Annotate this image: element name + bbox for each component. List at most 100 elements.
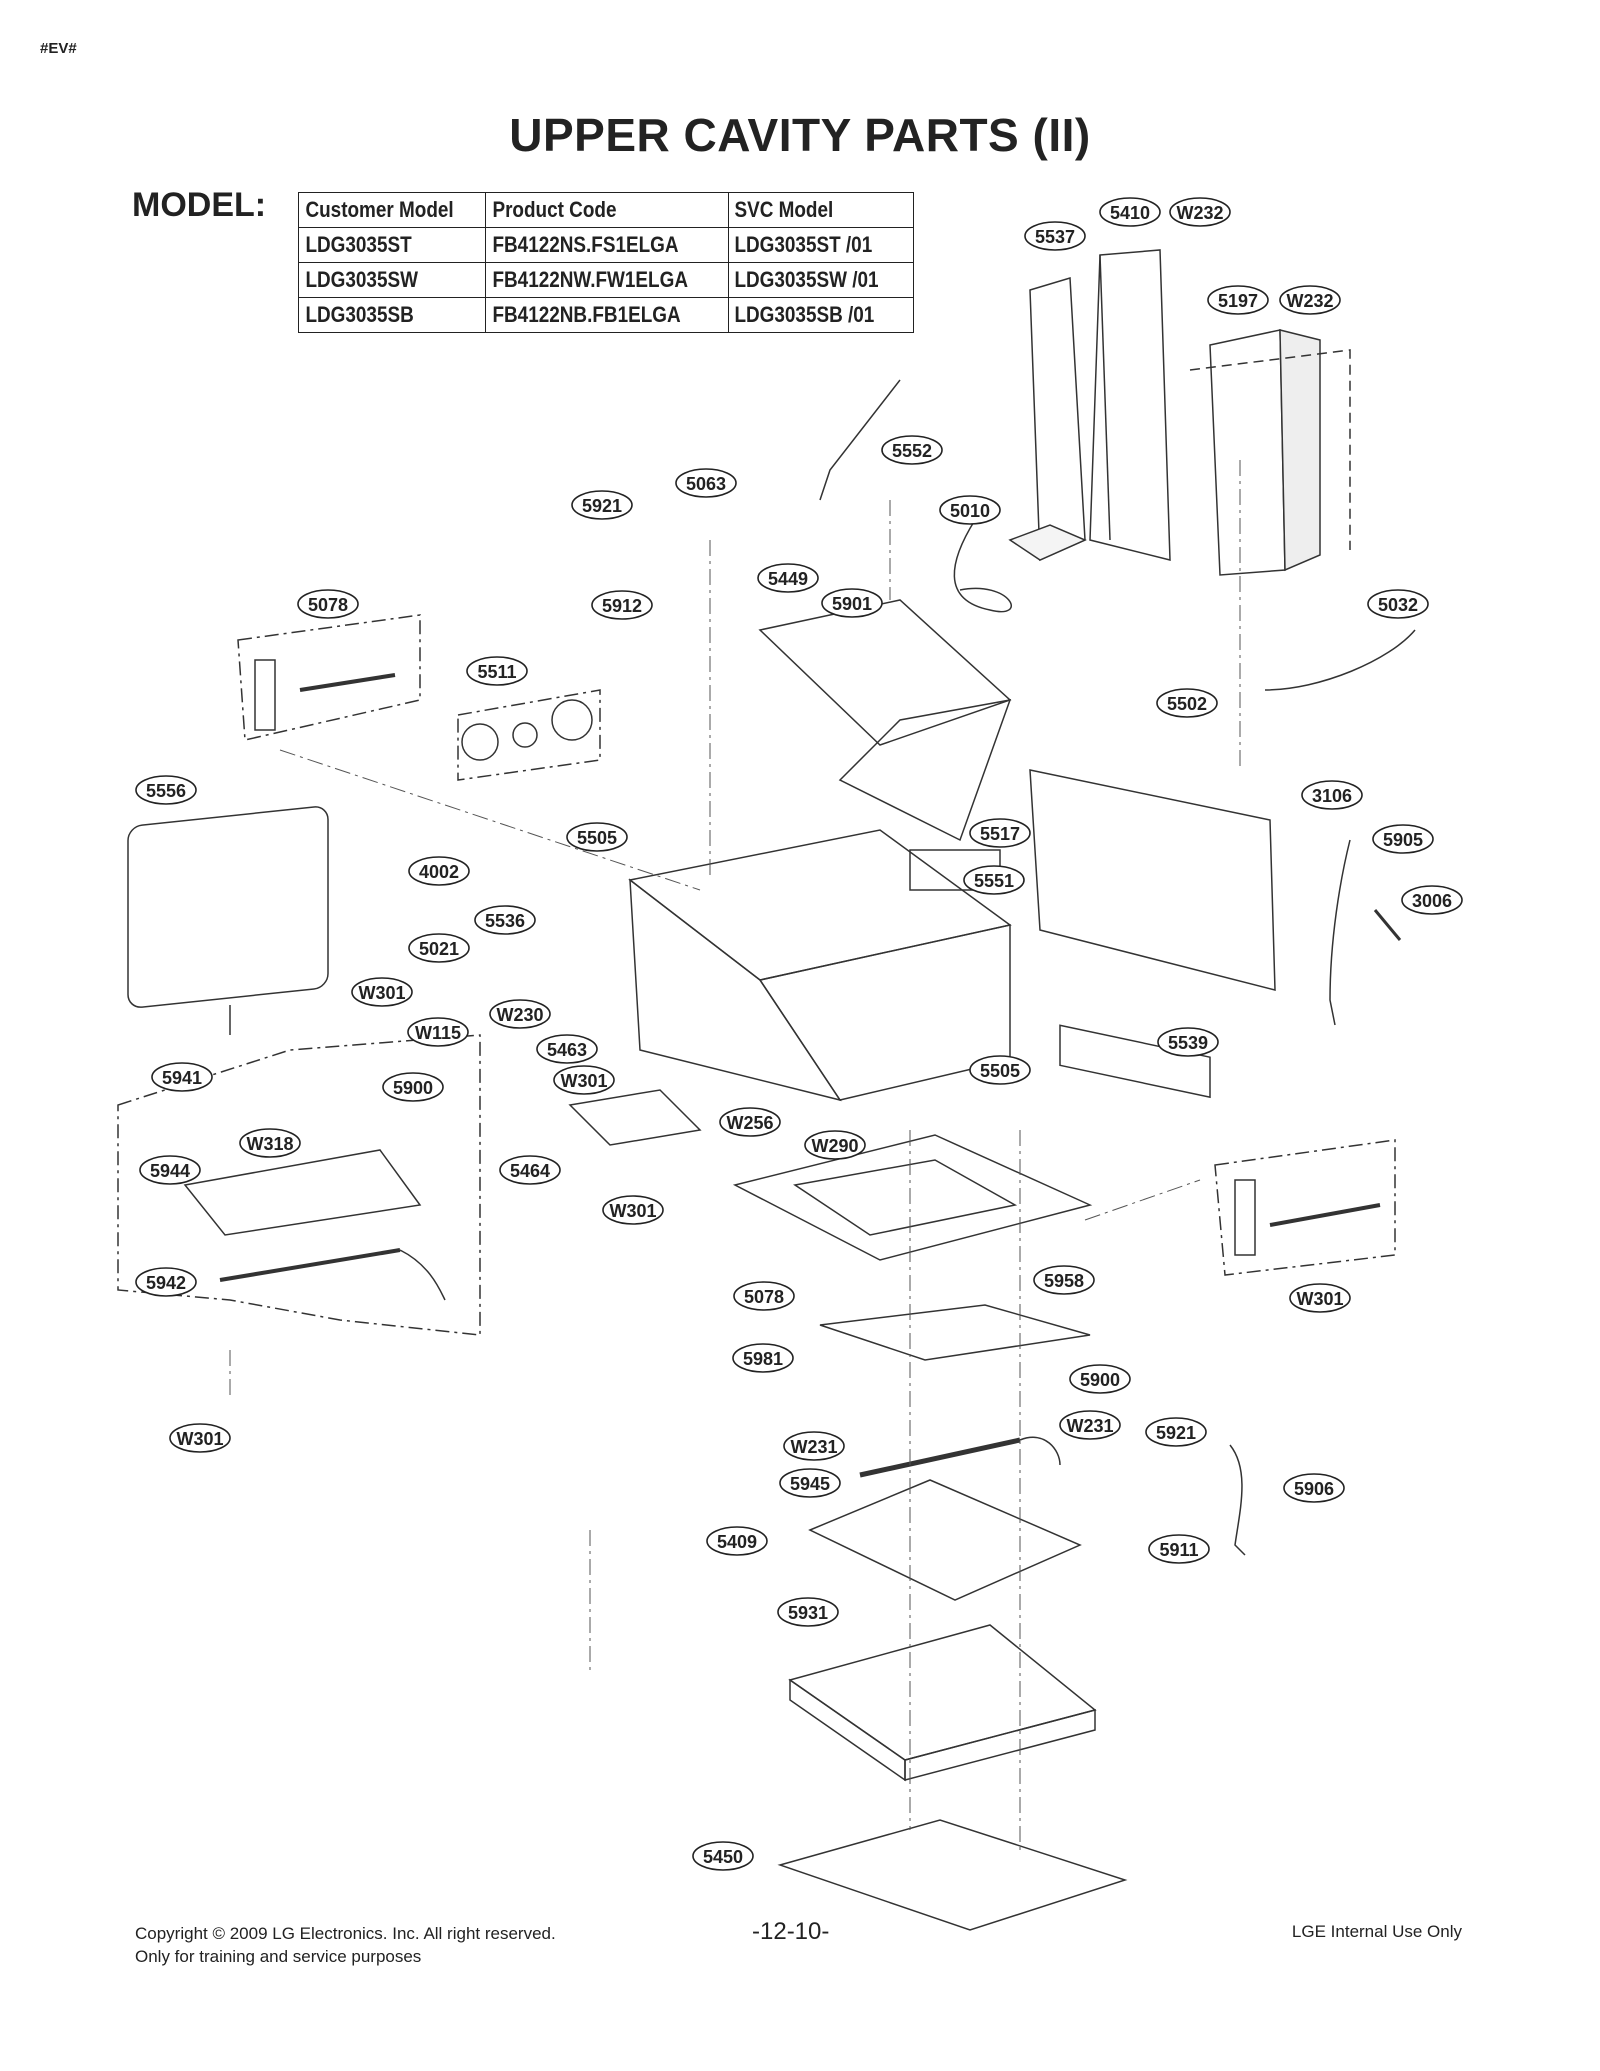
bracket-5981 <box>819 1304 1091 1361</box>
part-callout: 5409 <box>706 1526 768 1556</box>
callout-bubble <box>536 1034 598 1064</box>
part-callout: 5942 <box>135 1267 197 1297</box>
part-callout: 5517 <box>969 818 1031 848</box>
callout-bubble <box>1289 1283 1351 1313</box>
callout-bubble <box>169 1423 231 1453</box>
part-callout: 5021 <box>408 933 470 963</box>
callout-bubble <box>382 1072 444 1102</box>
baffle-5409 <box>808 1479 1082 1601</box>
page-number: -12-10- <box>752 1918 830 1945</box>
callout-label: 5906 <box>1294 1479 1334 1499</box>
callout-bubble <box>408 933 470 963</box>
table-cell: LDG3035ST /01 <box>727 227 888 263</box>
callout-label: 5463 <box>547 1040 587 1060</box>
callout-label: 5981 <box>743 1349 783 1369</box>
callout-label: 5944 <box>150 1161 190 1181</box>
callout-bubble <box>135 1267 197 1297</box>
callout-bubble <box>675 468 737 498</box>
part-callout: 5900 <box>382 1072 444 1102</box>
part-callout: 5921 <box>571 490 633 520</box>
part-callout: 3006 <box>1401 885 1463 915</box>
callout-bubble <box>939 495 1001 525</box>
callout-label: 5556 <box>146 781 186 801</box>
callout-label: 3006 <box>1412 891 1452 911</box>
part-callout: W318 <box>239 1128 301 1158</box>
callout-label: 5502 <box>1167 694 1207 714</box>
part-callout: W301 <box>1289 1283 1351 1313</box>
callout-label: 5537 <box>1035 227 1075 247</box>
part-callout: 5536 <box>474 905 536 935</box>
callout-label: W301 <box>176 1429 223 1449</box>
callout-bubble <box>408 856 470 886</box>
vent-duct-5410 <box>1089 249 1171 561</box>
part-callout: 5958 <box>1033 1265 1095 1295</box>
callout-bubble <box>706 1526 768 1556</box>
callout-bubble <box>466 656 528 686</box>
callout-label: 5063 <box>686 474 726 494</box>
part-callout: W290 <box>804 1130 866 1160</box>
table-cell: LDG3035SB /01 <box>727 297 888 333</box>
part-callout: 5450 <box>692 1841 754 1871</box>
part-callout: 3106 <box>1301 780 1363 810</box>
model-label: MODEL: <box>132 186 267 224</box>
callout-label: 5410 <box>1110 203 1150 223</box>
callout-label: 5942 <box>146 1273 186 1293</box>
tube-5905 <box>1329 839 1351 1026</box>
flame-spreader-5464 <box>568 1089 702 1146</box>
table-header-cell: SVC Model <box>727 192 888 228</box>
table-cell: LDG3035SB <box>298 297 461 333</box>
part-callout: W115 <box>407 1017 469 1047</box>
callout-bubble <box>1069 1364 1131 1394</box>
table-cell: FB4122NW.FW1ELGA <box>485 262 695 298</box>
callout-label: 5901 <box>832 594 872 614</box>
callout-label: 5900 <box>1080 1370 1120 1390</box>
callout-bubble <box>1099 197 1161 227</box>
model-table: Customer Model Product Code SVC Model LD… <box>298 192 914 333</box>
callout-label: 5197 <box>1218 291 1258 311</box>
callout-label: 5958 <box>1044 1271 1084 1291</box>
callout-label: W232 <box>1176 203 1223 223</box>
part-callout: 5931 <box>777 1597 839 1627</box>
callout-bubble <box>1207 285 1269 315</box>
part-callout: 5905 <box>1372 824 1434 854</box>
callout-bubble <box>732 1343 794 1373</box>
part-callout: 5941 <box>151 1062 213 1092</box>
part-callout: 5912 <box>591 590 653 620</box>
callout-bubble <box>733 1281 795 1311</box>
callout-bubble <box>602 1195 664 1225</box>
callout-label: W231 <box>1066 1416 1113 1436</box>
purpose-text: Only for training and service purposes <box>135 1947 422 1966</box>
wire-harness-5010 <box>953 519 1012 613</box>
callout-label: 5021 <box>419 939 459 959</box>
callout-bubble <box>1279 285 1341 315</box>
callout-label: 5900 <box>393 1078 433 1098</box>
callout-bubble <box>151 1062 213 1092</box>
internal-use-text: LGE Internal Use Only <box>1291 1922 1462 1941</box>
door-gasket-5556 <box>127 806 329 1008</box>
callout-bubble <box>351 977 413 1007</box>
callout-bubble <box>821 588 883 618</box>
callout-label: 5536 <box>485 911 525 931</box>
vent-duct-5197 <box>1189 329 1351 576</box>
part-callout: 5900 <box>1069 1364 1131 1394</box>
part-callout: 5901 <box>821 588 883 618</box>
callout-label: W318 <box>246 1134 293 1154</box>
part-callout: 5464 <box>499 1155 561 1185</box>
wire-5552 <box>819 379 901 501</box>
callout-label: 5539 <box>1168 1033 1208 1053</box>
oven-cavity <box>628 829 1012 1102</box>
callout-bubble <box>1283 1473 1345 1503</box>
table-row: LDG3035SW FB4122NW.FW1ELGA LDG3035SW /01 <box>298 262 914 298</box>
callout-label: 5551 <box>974 871 1014 891</box>
callout-label: 5552 <box>892 441 932 461</box>
callout-bubble <box>1169 197 1231 227</box>
part-callout: W256 <box>719 1107 781 1137</box>
part-callout: 4002 <box>408 856 470 886</box>
callout-label: 3106 <box>1312 786 1352 806</box>
callout-bubble <box>969 1055 1031 1085</box>
callout-label: 4002 <box>419 862 459 882</box>
callout-label: 5032 <box>1378 595 1418 615</box>
callout-label: 5449 <box>768 569 808 589</box>
callout-label: 5505 <box>577 828 617 848</box>
part-callout: W301 <box>351 977 413 1007</box>
